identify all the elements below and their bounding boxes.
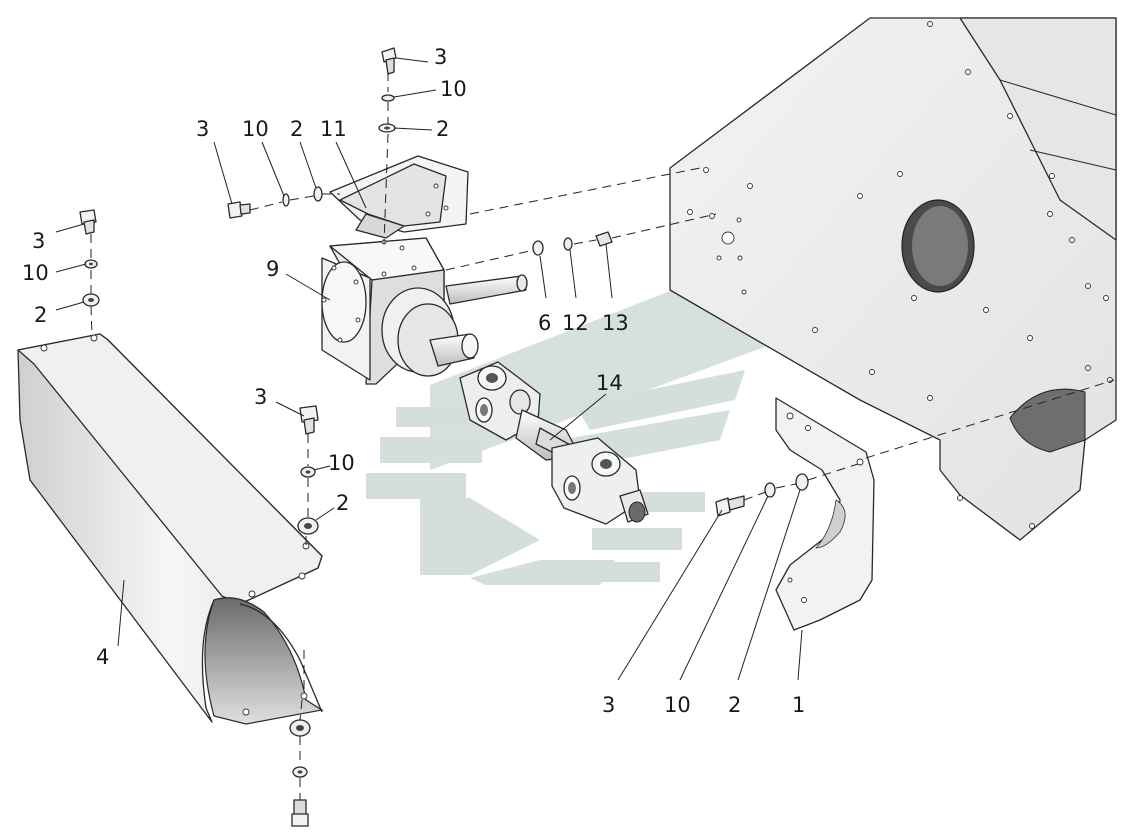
cardan-shaft <box>459 361 649 525</box>
washer-icon <box>795 473 809 491</box>
callout-10: 10 <box>328 451 355 475</box>
callout-2: 2 <box>436 117 449 141</box>
bolt-icon <box>299 405 319 435</box>
washer-icon <box>532 240 544 256</box>
leader-lines <box>55 57 803 681</box>
callout-13: 13 <box>602 311 629 335</box>
callout-14: 14 <box>596 371 623 395</box>
callout-9: 9 <box>266 257 279 281</box>
callout-4: 4 <box>96 645 109 669</box>
callout-1: 1 <box>792 693 805 717</box>
callout-3: 3 <box>434 45 447 69</box>
lock-washer-icon <box>764 482 776 498</box>
assembly-lines <box>90 72 1115 800</box>
bracket-plate <box>775 397 875 631</box>
machine-frame <box>669 17 1117 541</box>
bolt-icon <box>715 495 745 517</box>
washer-icon <box>313 186 323 202</box>
callout-10: 10 <box>242 117 269 141</box>
callout-2: 2 <box>290 117 303 141</box>
bolt-icon <box>79 209 97 235</box>
callout-10: 10 <box>440 77 467 101</box>
callout-3: 3 <box>254 385 267 409</box>
callout-10: 10 <box>664 693 691 717</box>
callout-2: 2 <box>728 693 741 717</box>
callout-labels: 3 10 2 3 10 2 11 3 10 2 9 6 12 13 14 3 1… <box>22 45 805 717</box>
callout-11: 11 <box>320 117 347 141</box>
bolt-icon <box>291 799 309 827</box>
callout-3: 3 <box>602 693 615 717</box>
mount-bracket <box>329 155 469 239</box>
callout-2: 2 <box>34 303 47 327</box>
fasteners <box>79 47 809 827</box>
gearbox <box>321 237 528 385</box>
callout-3: 3 <box>32 229 45 253</box>
bolt-icon <box>595 231 613 247</box>
callout-2: 2 <box>336 491 349 515</box>
lock-washer-icon <box>282 193 290 207</box>
callout-12: 12 <box>562 311 589 335</box>
bolt-icon <box>227 201 251 219</box>
shaft-cover <box>17 333 324 725</box>
lock-washer-icon <box>381 94 395 102</box>
callout-3: 3 <box>196 117 209 141</box>
lock-washer-icon <box>563 237 573 251</box>
bolt-icon <box>381 47 397 75</box>
callout-6: 6 <box>538 311 551 335</box>
callout-10: 10 <box>22 261 49 285</box>
